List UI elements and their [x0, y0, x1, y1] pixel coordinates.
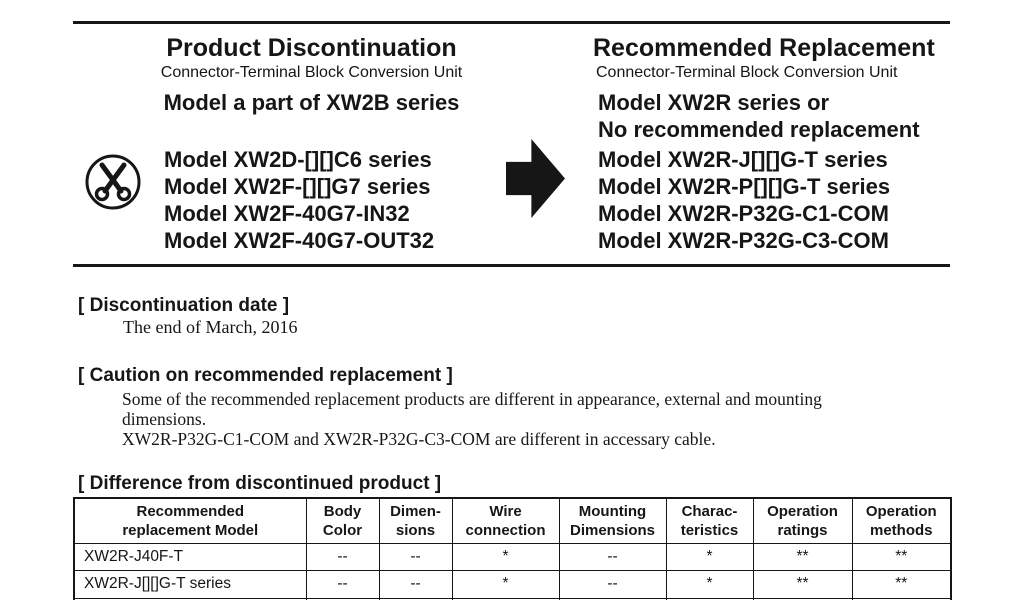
replacement-model-list: Model XW2R-J[][]G-T series Model XW2R-P[…: [598, 146, 890, 254]
right-column-model-line-1: Model XW2R series or: [598, 90, 830, 115]
left-column-model-line: Model a part of XW2B series: [163, 90, 460, 115]
table-row: XW2R-J[][]G-T series -- -- * -- * ** **: [73, 570, 952, 599]
table-header-row: Recommended replacement Model Body Color…: [73, 497, 952, 544]
row-cell: **: [752, 542, 853, 571]
table-row: XW2R-J40F-T -- -- * -- * ** **: [73, 542, 952, 571]
row-cell: --: [558, 542, 667, 571]
right-column-model-line-2: No recommended replacement: [598, 117, 920, 142]
replacement-model: Model XW2R-P32G-C3-COM: [598, 228, 889, 253]
discontinued-model: Model XW2F-40G7-OUT32: [164, 228, 435, 253]
row-model: XW2R-J40F-T: [73, 542, 307, 571]
row-model: XW2R-J[][]G-T series: [73, 570, 307, 599]
row-cell: *: [665, 542, 754, 571]
difference-heading: [ Difference from discontinued product ]: [78, 473, 442, 494]
row-cell: *: [665, 570, 754, 599]
row-cell: *: [451, 570, 560, 599]
top-rule: [73, 21, 950, 24]
col-header-characteristics: Charac- teristics: [665, 497, 754, 544]
col-header-dimensions: Dimen- sions: [378, 497, 453, 544]
scissors-icon: [84, 153, 142, 211]
col-header-mounting-dimensions: Mounting Dimensions: [558, 497, 667, 544]
right-column-title: Recommended Replacement: [593, 34, 935, 62]
discontinued-model: Model XW2F-40G7-IN32: [164, 201, 410, 226]
discontinuation-date-body: The end of March, 2016: [123, 317, 298, 337]
col-header-body-color: Body Color: [305, 497, 380, 544]
caution-heading: [ Caution on recommended replacement ]: [78, 365, 453, 386]
row-cell: --: [378, 542, 453, 571]
caution-body: Some of the recommended replacement prod…: [122, 389, 822, 449]
discontinued-model: Model XW2D-[][]C6 series: [164, 147, 432, 172]
row-cell: --: [558, 570, 667, 599]
discontinuation-date-heading: [ Discontinuation date ]: [78, 295, 290, 316]
row-cell: *: [451, 542, 560, 571]
row-cell: --: [378, 570, 453, 599]
row-cell: **: [851, 570, 952, 599]
row-cell: **: [752, 570, 853, 599]
table-row-partial: [73, 597, 952, 600]
col-header-model: Recommended replacement Model: [73, 497, 307, 544]
replacement-model: Model XW2R-P32G-C1-COM: [598, 201, 889, 226]
right-column-subtitle: Connector-Terminal Block Conversion Unit: [596, 64, 898, 81]
discontinued-model: Model XW2F-[][]G7 series: [164, 174, 431, 199]
replacement-model: Model XW2R-J[][]G-T series: [598, 147, 888, 172]
replacement-model: Model XW2R-P[][]G-T series: [598, 174, 891, 199]
right-arrow-icon: [506, 139, 565, 218]
left-column-title: Product Discontinuation: [166, 34, 457, 62]
col-header-operation-ratings: Operation ratings: [752, 497, 853, 544]
col-header-wire-connection: Wire connection: [451, 497, 560, 544]
bottom-rule: [73, 264, 950, 267]
left-column-subtitle: Connector-Terminal Block Conversion Unit: [160, 64, 463, 81]
difference-table: Recommended replacement Model Body Color…: [73, 497, 952, 600]
discontinued-model-list: Model XW2D-[][]C6 series Model XW2F-[][]…: [164, 146, 434, 254]
row-cell: --: [305, 570, 380, 599]
col-header-operation-methods: Operation methods: [851, 497, 952, 544]
row-cell: --: [305, 542, 380, 571]
row-cell: **: [851, 542, 952, 571]
